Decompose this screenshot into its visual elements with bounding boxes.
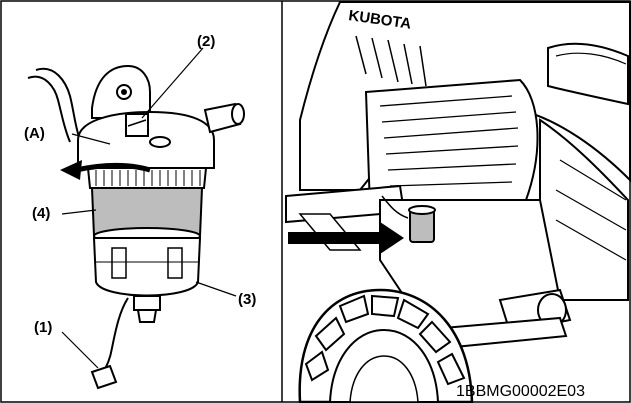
drain-plug xyxy=(133,295,161,311)
headlight xyxy=(547,42,629,106)
bowl-rib xyxy=(167,247,183,279)
front-grille xyxy=(539,118,629,301)
fuel-filter-location-top xyxy=(408,205,436,215)
fuel-line-small xyxy=(381,195,409,219)
fuel-hose-left xyxy=(27,75,71,143)
callout-4: (4) xyxy=(32,205,50,222)
callout-2: (2) xyxy=(197,33,215,50)
leader-line-A xyxy=(71,133,111,145)
sensor-connector xyxy=(90,364,118,390)
bleed-screw xyxy=(149,136,171,148)
callout-A: (A) xyxy=(24,125,45,142)
callout-1: (1) xyxy=(34,319,52,336)
air-vent-plug-slot xyxy=(127,119,147,127)
leader-line-3 xyxy=(195,281,237,297)
filter-head xyxy=(77,110,215,169)
leader-line-1 xyxy=(61,331,99,369)
right-panel-tractor-view: KUBOTA xyxy=(285,1,631,403)
wheel-hub xyxy=(349,355,419,403)
rotate-arrow-icon xyxy=(75,163,151,173)
air-vent-plug xyxy=(125,113,149,137)
grille-slats xyxy=(555,159,627,261)
fuel-hose-left-outer xyxy=(35,67,81,141)
retaining-ring-ridges xyxy=(95,170,201,186)
leader-line-4 xyxy=(61,209,97,215)
pointer-arrow-icon xyxy=(288,222,404,254)
rotate-arrow-head xyxy=(60,160,82,180)
water-sensor-float xyxy=(111,247,127,279)
leader-line-2 xyxy=(141,47,204,119)
filter-bowl xyxy=(92,237,202,297)
left-panel-fuel-filter: (2) (A) (4) (3) (1) xyxy=(24,33,256,390)
hood-vents xyxy=(355,35,427,87)
side-panel-louvers xyxy=(379,95,519,187)
callout-3: (3) xyxy=(238,291,256,308)
sensor-wire xyxy=(101,297,129,375)
figure-code: 1BBMG00002E03 xyxy=(456,383,585,400)
outlet-fitting-end xyxy=(231,103,245,125)
drain-plug-tip xyxy=(136,309,158,323)
tire-lugs xyxy=(304,294,466,386)
bracket-bolt-hole xyxy=(121,89,127,95)
headlight-inner xyxy=(555,52,627,65)
